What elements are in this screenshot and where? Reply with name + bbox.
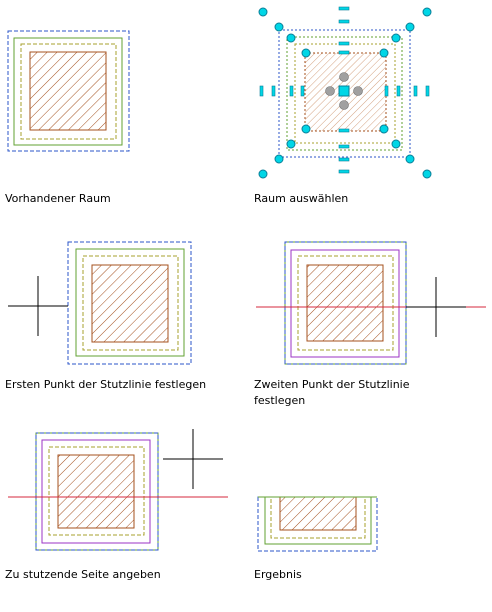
crosshair-cursor [406, 277, 466, 337]
grip-handle[interactable] [391, 33, 401, 43]
grip-handle[interactable] [422, 7, 432, 17]
hatched-floor-area [91, 264, 169, 343]
caption-result: Ergebnis [254, 568, 302, 581]
panel-first-trim-point [8, 241, 192, 365]
center-grip[interactable] [338, 85, 350, 97]
olive-boundary [48, 446, 145, 536]
grip-handle[interactable] [338, 144, 350, 149]
grip-handle[interactable] [338, 41, 350, 46]
hatched-floor-area [306, 264, 384, 342]
grip-handle[interactable] [338, 128, 350, 133]
grip-handle[interactable] [258, 169, 268, 179]
grip-handle[interactable] [286, 33, 296, 43]
panel-second-trim-point [256, 241, 486, 365]
grip-handle[interactable] [405, 22, 415, 32]
outer-boundary [7, 30, 130, 152]
grip-handle[interactable] [379, 48, 389, 58]
grip-handle[interactable] [289, 85, 294, 97]
outer-boundary [67, 241, 192, 365]
grip-handle-gray[interactable] [353, 86, 363, 96]
grip-handle[interactable] [338, 6, 350, 11]
grip-handle[interactable] [425, 85, 430, 97]
grip-handle[interactable] [338, 157, 350, 162]
magenta-boundary [290, 249, 400, 358]
caption-first-trim-point: Ersten Punkt der Stutzlinie festlegen [5, 378, 207, 391]
grip-handle[interactable] [379, 124, 389, 134]
panel-existing-space [7, 30, 130, 152]
grip-handle[interactable] [338, 169, 350, 174]
green-boundary [75, 248, 185, 357]
grip-handle[interactable] [301, 124, 311, 134]
caption-second-trim-point-line1: Zweiten Punkt der Stutzlinie [254, 378, 410, 391]
olive-boundary [20, 43, 117, 140]
grip-handle-gray[interactable] [325, 86, 335, 96]
panel-select-space [258, 6, 432, 179]
caption-second-trim-point-line2: festlegen [254, 394, 306, 407]
outer-boundary [284, 241, 407, 365]
grip-handle[interactable] [413, 85, 418, 97]
grip-handle[interactable] [338, 19, 350, 24]
grip-handles [258, 6, 432, 179]
hatched-floor-area [57, 454, 135, 529]
grip-handle[interactable] [274, 22, 284, 32]
caption-specify-side: Zu stutzende Seite angeben [5, 568, 161, 581]
outer-boundary [35, 432, 159, 551]
grip-handle[interactable] [396, 85, 401, 97]
grip-handle[interactable] [384, 85, 389, 97]
hatched-floor-area [29, 51, 107, 131]
magenta-boundary [41, 439, 151, 544]
grip-handle[interactable] [405, 154, 415, 164]
green-boundary [13, 37, 123, 146]
olive-boundary [270, 496, 366, 539]
olive-boundary [82, 255, 179, 351]
caption-select-space: Raum auswählen [254, 192, 349, 205]
green-boundary [286, 36, 403, 151]
grip-handle[interactable] [271, 85, 276, 97]
outer-boundary [257, 496, 378, 552]
grip-handle[interactable] [301, 48, 311, 58]
grip-handle[interactable] [391, 139, 401, 149]
olive-boundary [297, 255, 394, 351]
grip-handle[interactable] [300, 85, 305, 97]
grip-handle[interactable] [274, 154, 284, 164]
grip-handle-gray[interactable] [339, 100, 349, 110]
grip-handle[interactable] [286, 139, 296, 149]
grip-handle[interactable] [338, 50, 350, 55]
grip-handle[interactable] [258, 7, 268, 17]
caption-existing-space: Vorhandener Raum [5, 192, 111, 205]
crosshair-cursor [8, 276, 68, 336]
panel-specify-side [8, 429, 228, 551]
crosshair-cursor [163, 429, 223, 489]
panel-result [257, 496, 378, 552]
outer-boundary [278, 29, 411, 158]
grip-handle[interactable] [259, 85, 264, 97]
grip-handle-gray[interactable] [339, 72, 349, 82]
grip-handle[interactable] [422, 169, 432, 179]
hatched-floor-area [279, 496, 357, 531]
